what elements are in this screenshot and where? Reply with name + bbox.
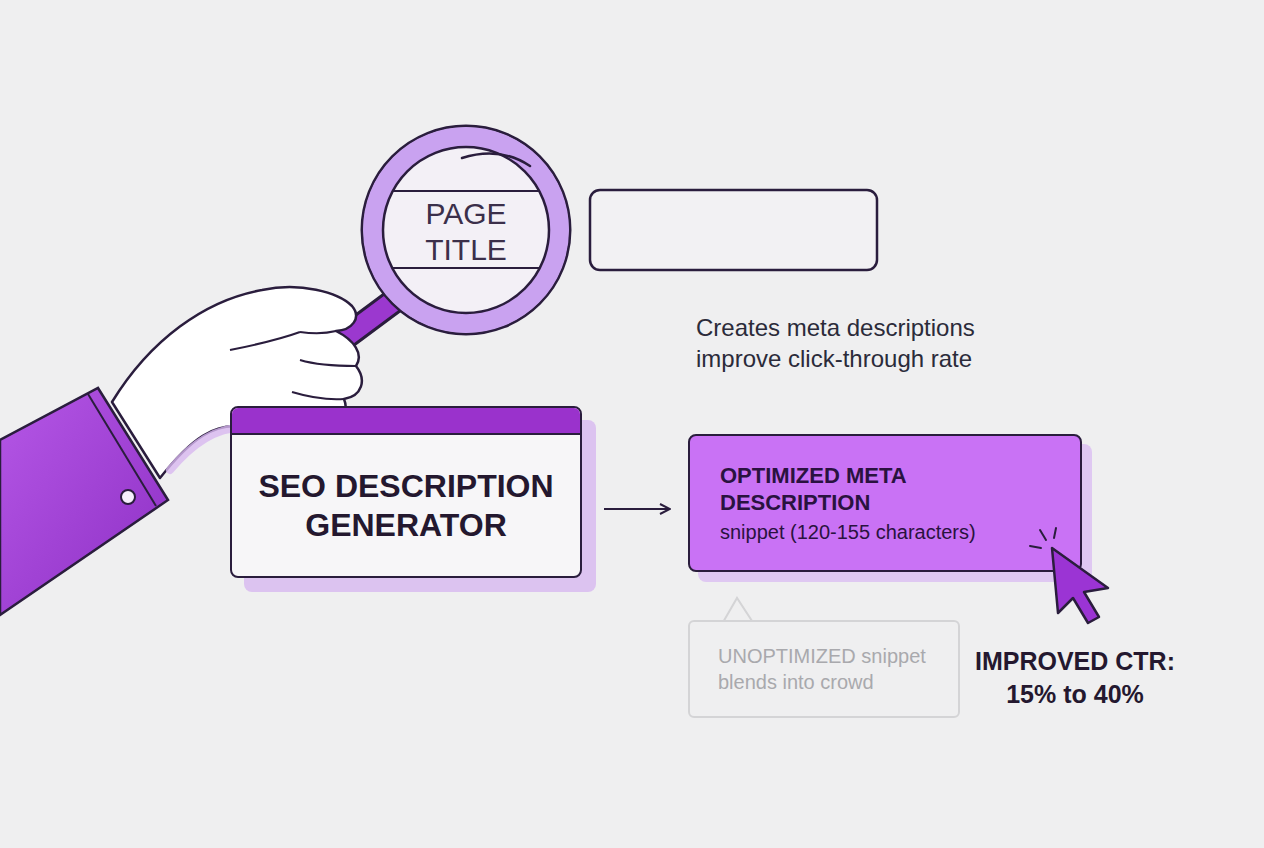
node-heading: UNOPTIMIZED snippet blends into crowd (718, 643, 940, 695)
node-heading: SEO DESCRIPTION GENERATOR (252, 467, 560, 544)
finger-crease (300, 331, 336, 333)
lens-glare (462, 154, 530, 167)
process-box: SEO DESCRIPTION GENERATOR (230, 406, 582, 578)
click-spark (1040, 530, 1046, 540)
lens-glass (383, 147, 549, 313)
flow-arrow (604, 508, 670, 510)
click-spark (1054, 528, 1056, 538)
output-box: OPTIMIZED META DESCRIPTIONsnippet (120-1… (688, 434, 1082, 572)
lens-ring (373, 137, 559, 323)
bar-line (370, 267, 570, 269)
node-heading: PAGE TITLE (384, 196, 548, 268)
metric-text: IMPROVED CTR: 15% to 40% (955, 645, 1195, 710)
note-text: Creates meta descriptions improve click-… (696, 312, 1036, 374)
finger-crease (300, 360, 356, 366)
thumb-line (230, 332, 300, 350)
bar-line (370, 190, 570, 192)
header-band (232, 408, 580, 435)
mouse-cursor (1052, 548, 1108, 623)
node-heading: OPTIMIZED META DESCRIPTION (720, 462, 1054, 517)
finger-crease (292, 392, 344, 399)
node-body: snippet (120-155 characters) (720, 519, 976, 545)
cuff-button (121, 490, 135, 504)
click-spark (1030, 546, 1041, 548)
callout-box: UNOPTIMIZED snippet blends into crowd (688, 620, 960, 718)
search-bar (590, 190, 877, 270)
lens-rim (362, 126, 570, 334)
lens-title: PAGE TITLE (384, 196, 548, 268)
